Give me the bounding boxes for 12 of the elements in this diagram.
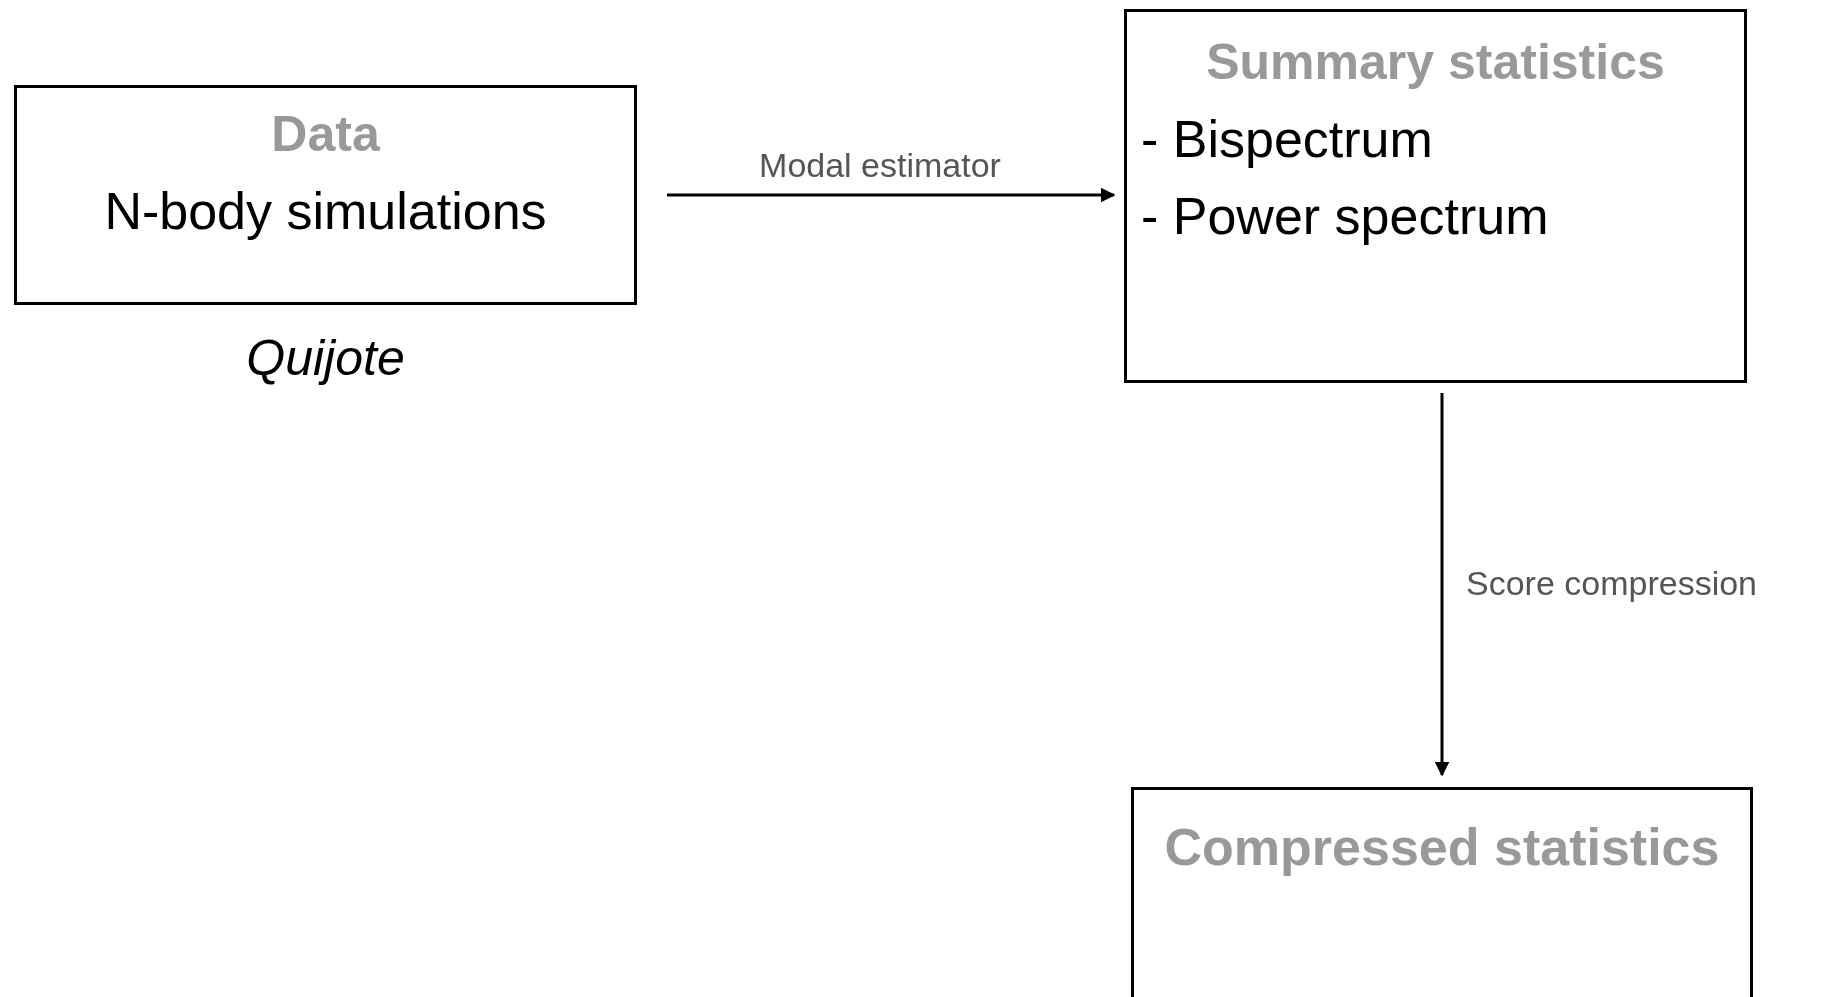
arrow [1434, 393, 1450, 777]
box-heading: Summary statistics [1206, 34, 1665, 92]
box-caption: Quijote [246, 329, 405, 387]
arrow [667, 187, 1116, 203]
box-heading: Data [271, 106, 380, 164]
box-heading: Compressed statistics [1164, 818, 1720, 878]
box-text: - Power spectrum [1141, 187, 1549, 248]
process-box [1131, 787, 1753, 997]
box-text: - Bispectrum [1141, 109, 1433, 170]
box-text: N-body simulations [104, 181, 547, 242]
process-box [14, 85, 637, 305]
process-box [1124, 9, 1747, 383]
